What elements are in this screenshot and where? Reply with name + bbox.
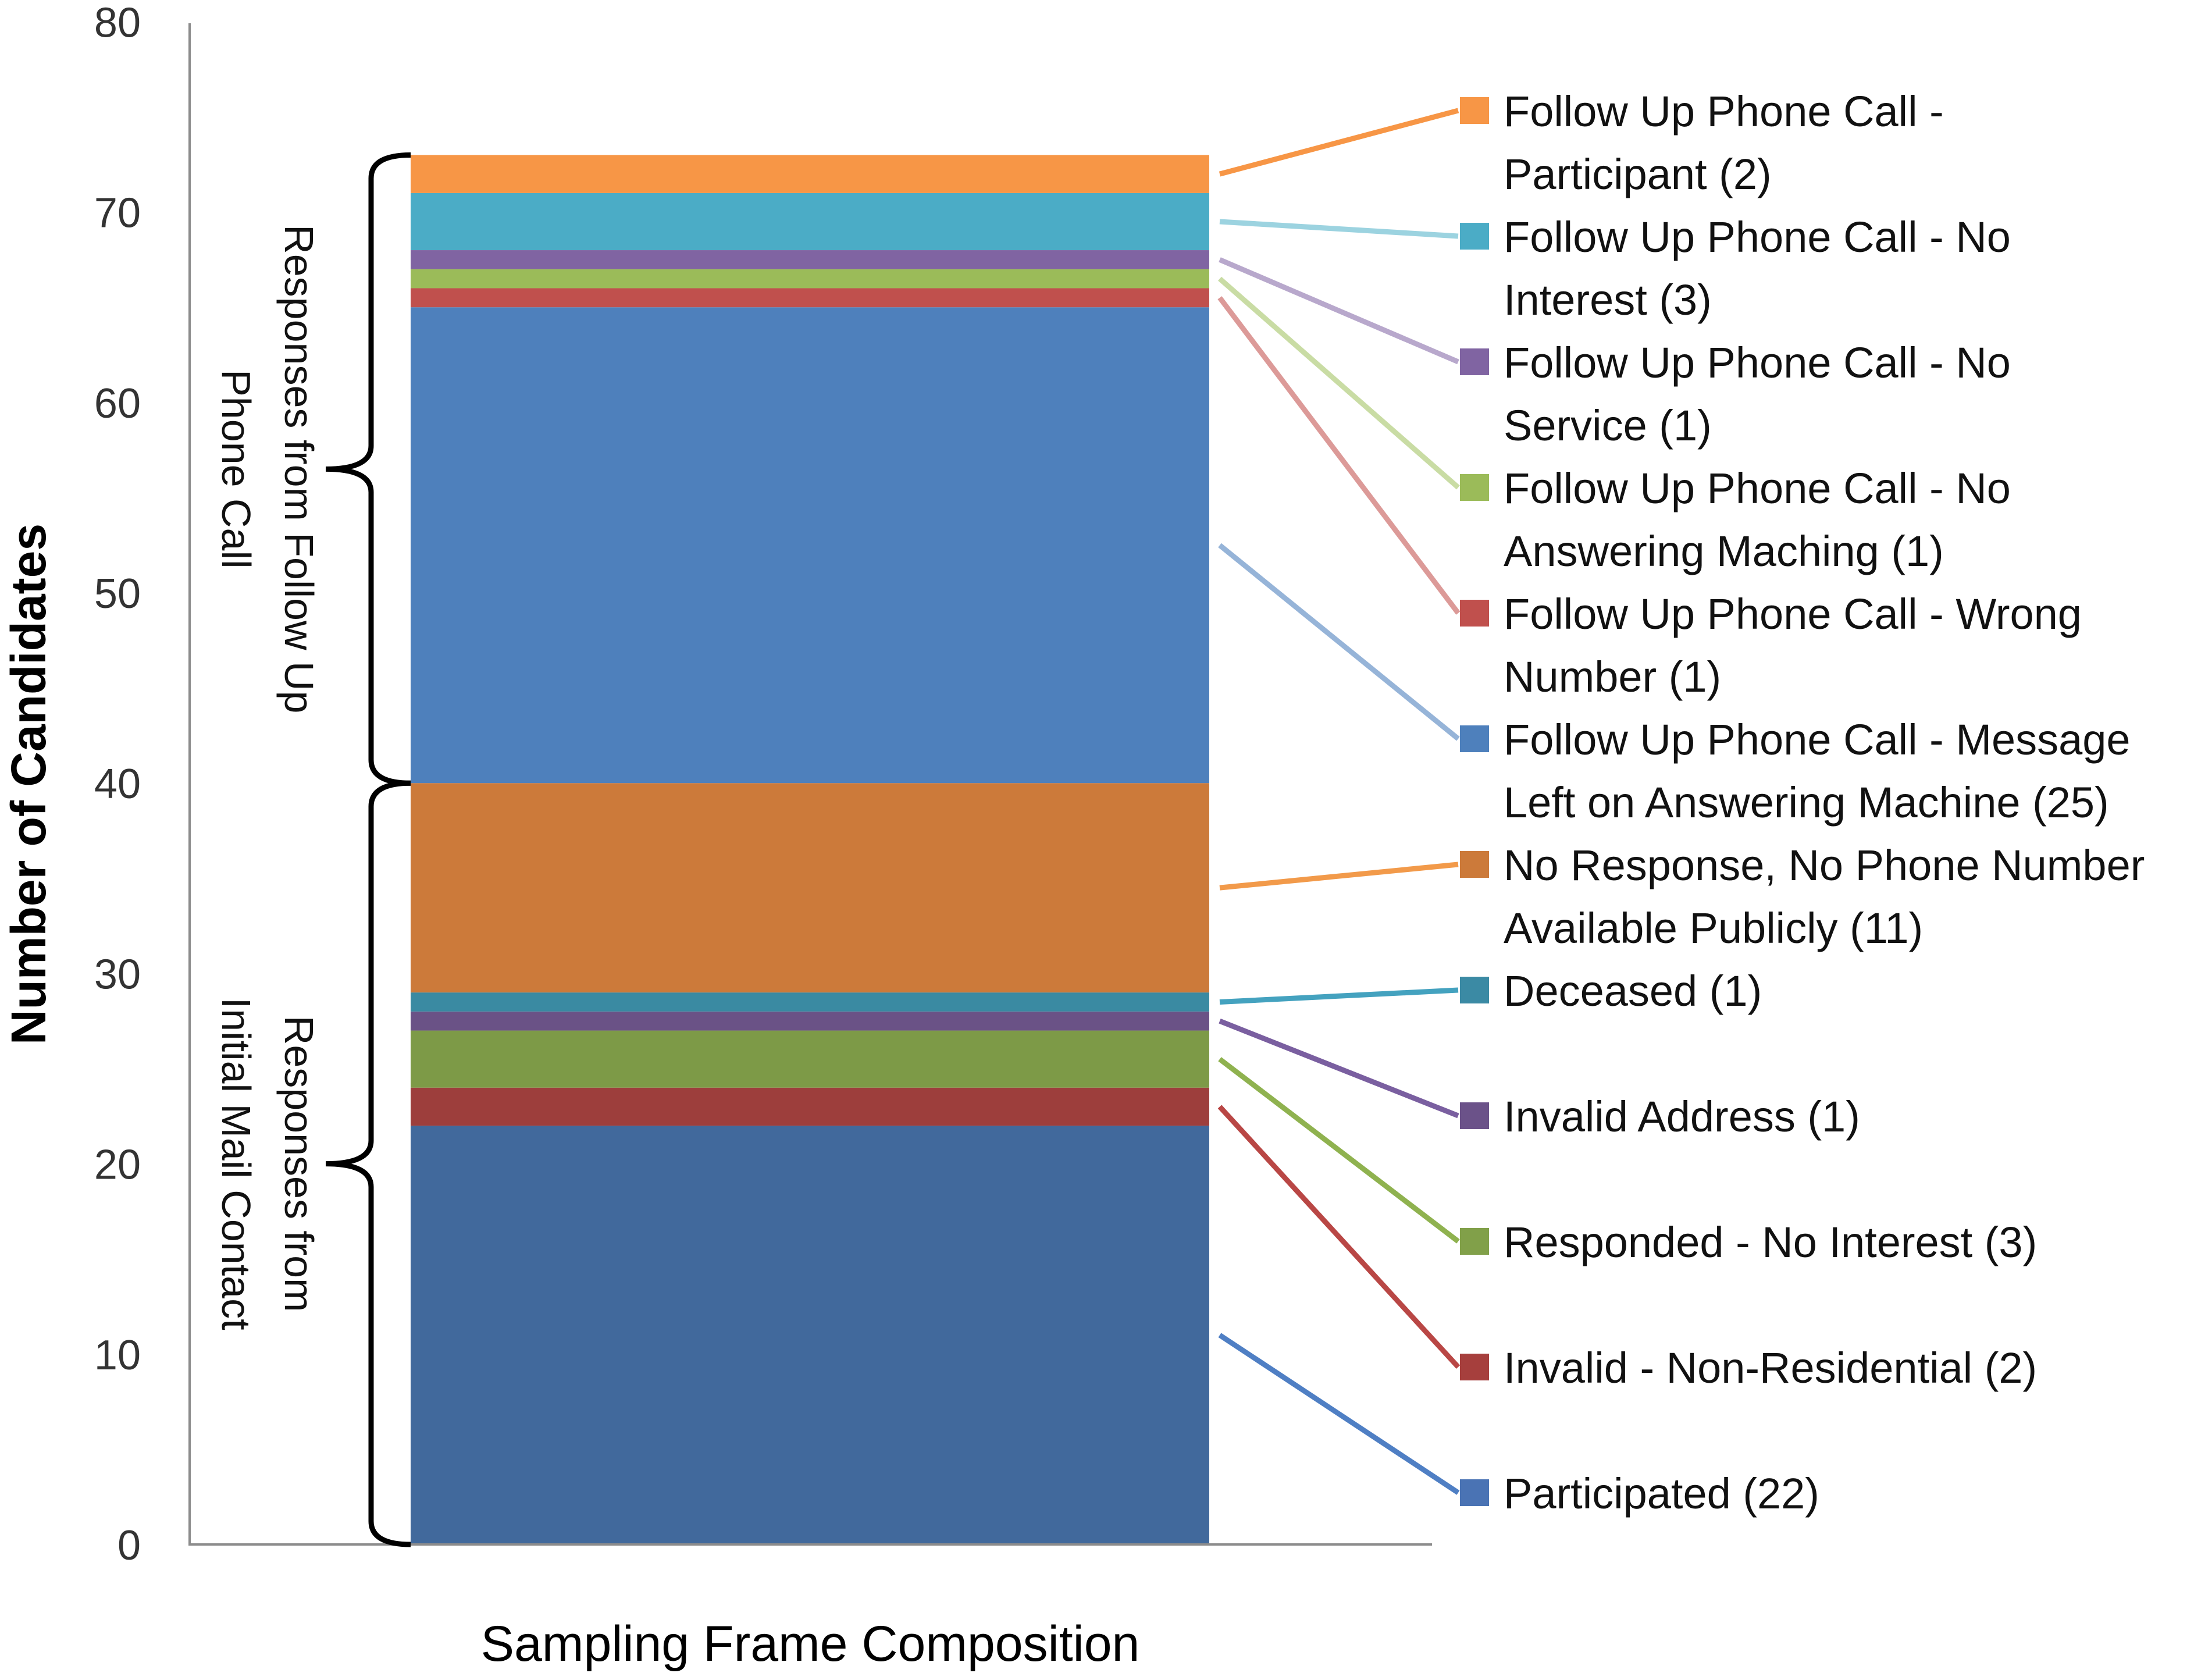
legend-label: Deceased (1) [1504, 967, 1762, 1015]
legend-label: Follow Up Phone Call - No [1504, 339, 2011, 387]
y-tick-labels: 0 10 20 30 40 50 60 70 80 [94, 0, 141, 1569]
legend-marker [1460, 600, 1489, 627]
bar-segment [411, 783, 1209, 993]
y-tick-label: 70 [94, 190, 141, 237]
leader-line [1218, 276, 1460, 490]
legend-marker [1460, 725, 1489, 752]
bar-segment [411, 155, 1209, 193]
bar-segment [411, 1030, 1209, 1088]
legend-label: Participated (22) [1504, 1469, 1819, 1518]
legend-marker [1460, 474, 1489, 501]
legend-marker [1460, 348, 1489, 375]
bar-segment [411, 269, 1209, 289]
group-annotation: Initial Mail Contact [213, 998, 259, 1330]
leader-line [1219, 862, 1459, 891]
bar-segment [411, 193, 1209, 251]
legend-label: Invalid Address (1) [1504, 1092, 1860, 1141]
legend-label: Number (1) [1504, 653, 1721, 701]
bar-segment [411, 307, 1209, 784]
group-annotation: Responses from [276, 1016, 322, 1312]
legend-marker [1460, 851, 1489, 878]
y-tick-label: 40 [94, 761, 141, 807]
legend-marker [1460, 223, 1489, 250]
leader-line [1218, 543, 1460, 741]
group-brace [325, 780, 411, 1547]
legend-label: Participant (2) [1504, 150, 1772, 198]
legend-label: Follow Up Phone Call - Wrong [1504, 590, 2082, 638]
legend-marker [1460, 1479, 1489, 1506]
leader-line [1217, 296, 1461, 615]
leader-line [1217, 1105, 1461, 1369]
group-braces: Responses from Follow Up Phone CallRespon… [213, 152, 411, 1547]
legend-label: Follow Up Phone Call - No [1504, 213, 2011, 261]
leader-line [1219, 987, 1459, 1005]
legend-label: Available Publicly (11) [1504, 904, 1923, 952]
x-axis-title: Sampling Frame Composition [481, 1616, 1140, 1672]
group-annotation: Phone Call [213, 369, 259, 568]
leader-line [1219, 257, 1459, 365]
bar-segment [411, 1087, 1209, 1126]
legend-label: Follow Up Phone Call - No [1504, 464, 2011, 512]
bar-segment [411, 1126, 1209, 1544]
y-tick-label: 80 [94, 0, 141, 46]
legend-marker [1460, 1102, 1489, 1129]
leader-line [1219, 108, 1459, 177]
y-tick-label: 60 [94, 380, 141, 427]
bar-segment [411, 992, 1209, 1012]
legend-label: No Response, No Phone Number [1504, 841, 2145, 889]
legend-marker [1460, 1354, 1489, 1380]
bar-segment [411, 1011, 1209, 1031]
bar-segment [411, 288, 1209, 308]
y-tick-label: 10 [94, 1332, 141, 1379]
y-tick-label: 50 [94, 571, 141, 617]
legend-label: Left on Answering Machine (25) [1504, 778, 2109, 827]
bar-segments [411, 155, 1209, 1544]
legend: Follow Up Phone Call - Participant (2) Fol… [1460, 87, 2145, 1518]
legend-marker [1460, 1228, 1489, 1255]
legend-label: Interest (3) [1504, 276, 1712, 324]
y-tick-label: 30 [94, 951, 141, 998]
leader-line [1218, 1057, 1460, 1244]
bar-segment [411, 250, 1209, 269]
legend-label: Answering Maching (1) [1504, 527, 1944, 575]
group-annotation: Responses from Follow Up [276, 225, 322, 713]
leader-lines [1217, 108, 1461, 1495]
legend-label: Service (1) [1504, 401, 1712, 450]
legend-marker [1460, 97, 1489, 124]
legend-label: Responded - No Interest (3) [1504, 1218, 2037, 1266]
group-brace [325, 152, 411, 786]
legend-marker [1460, 977, 1489, 1003]
y-axis-title: Number of Candidates [1, 524, 56, 1045]
leader-line [1219, 1019, 1459, 1119]
legend-label: Follow Up Phone Call - [1504, 87, 1944, 136]
legend-label: Invalid - Non-Residential (2) [1504, 1344, 2037, 1392]
leader-line [1219, 219, 1459, 239]
legend-label: Follow Up Phone Call - Message [1504, 716, 2131, 764]
y-tick-label: 20 [94, 1142, 141, 1188]
y-tick-label: 0 [117, 1522, 141, 1569]
leader-line [1218, 1333, 1460, 1495]
